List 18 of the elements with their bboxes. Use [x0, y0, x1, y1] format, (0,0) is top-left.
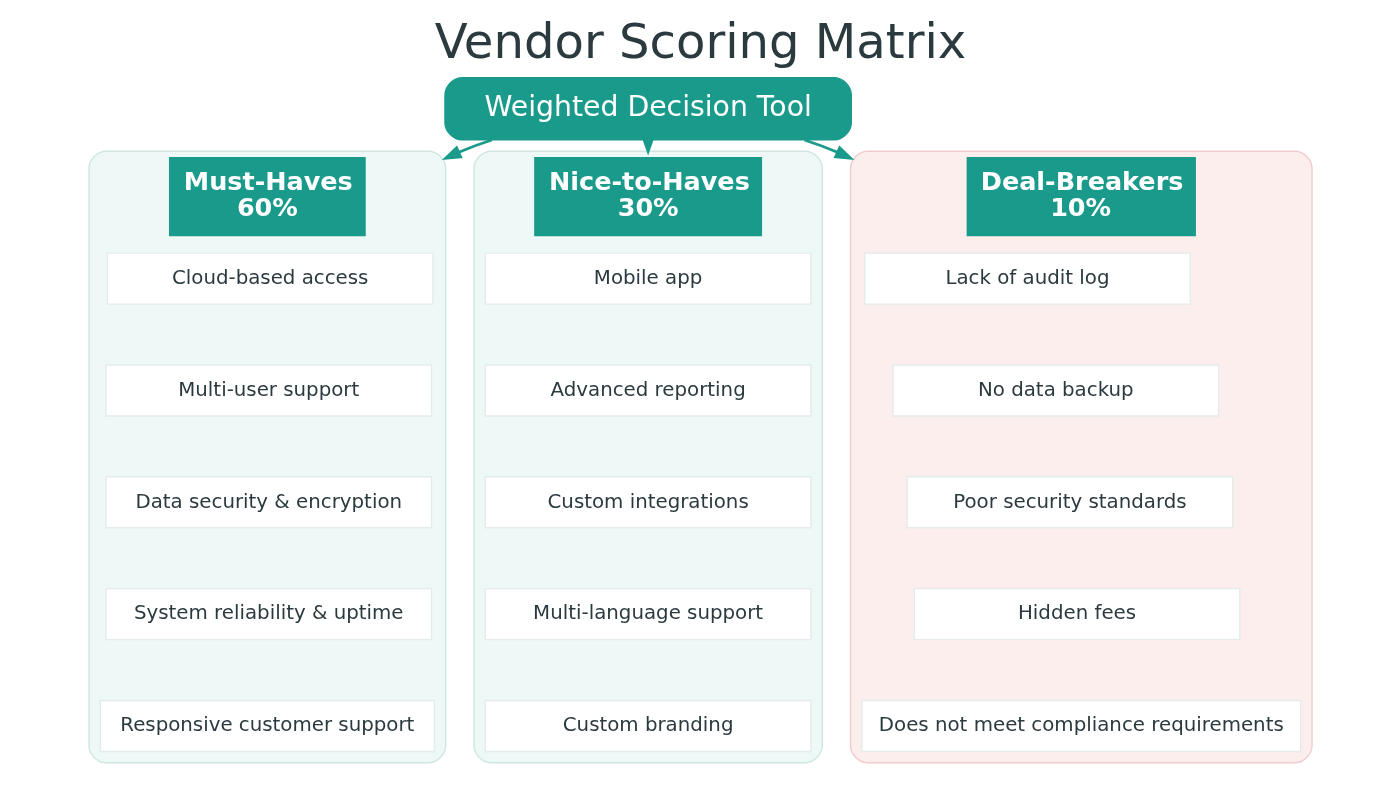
node-box: Data security & encryption — [104, 476, 432, 529]
node-box: System reliability & uptime — [104, 587, 432, 641]
arrow — [803, 138, 854, 160]
node-box: Hidden fees — [913, 587, 1241, 641]
node-box: Does not meet compliance requirements — [860, 699, 1301, 753]
node-box: Cloud-based access — [106, 252, 434, 305]
node-box: Responsive customer support — [99, 699, 435, 753]
node-box: Lack of audit log — [863, 252, 1191, 305]
diagram-title: Vendor Scoring Matrix — [434, 13, 966, 70]
node-box: Poor security standards — [905, 476, 1233, 529]
node-box: No data backup — [891, 364, 1219, 417]
node-box: Mobile app — [484, 252, 812, 305]
node-box: Custom branding — [484, 699, 812, 753]
node-box: Advanced reporting — [484, 364, 812, 417]
arrow — [441, 138, 492, 160]
node-box: Multi-language support — [484, 587, 812, 641]
node-box: Custom integrations — [484, 476, 812, 529]
node-box: Multi-user support — [104, 364, 432, 417]
